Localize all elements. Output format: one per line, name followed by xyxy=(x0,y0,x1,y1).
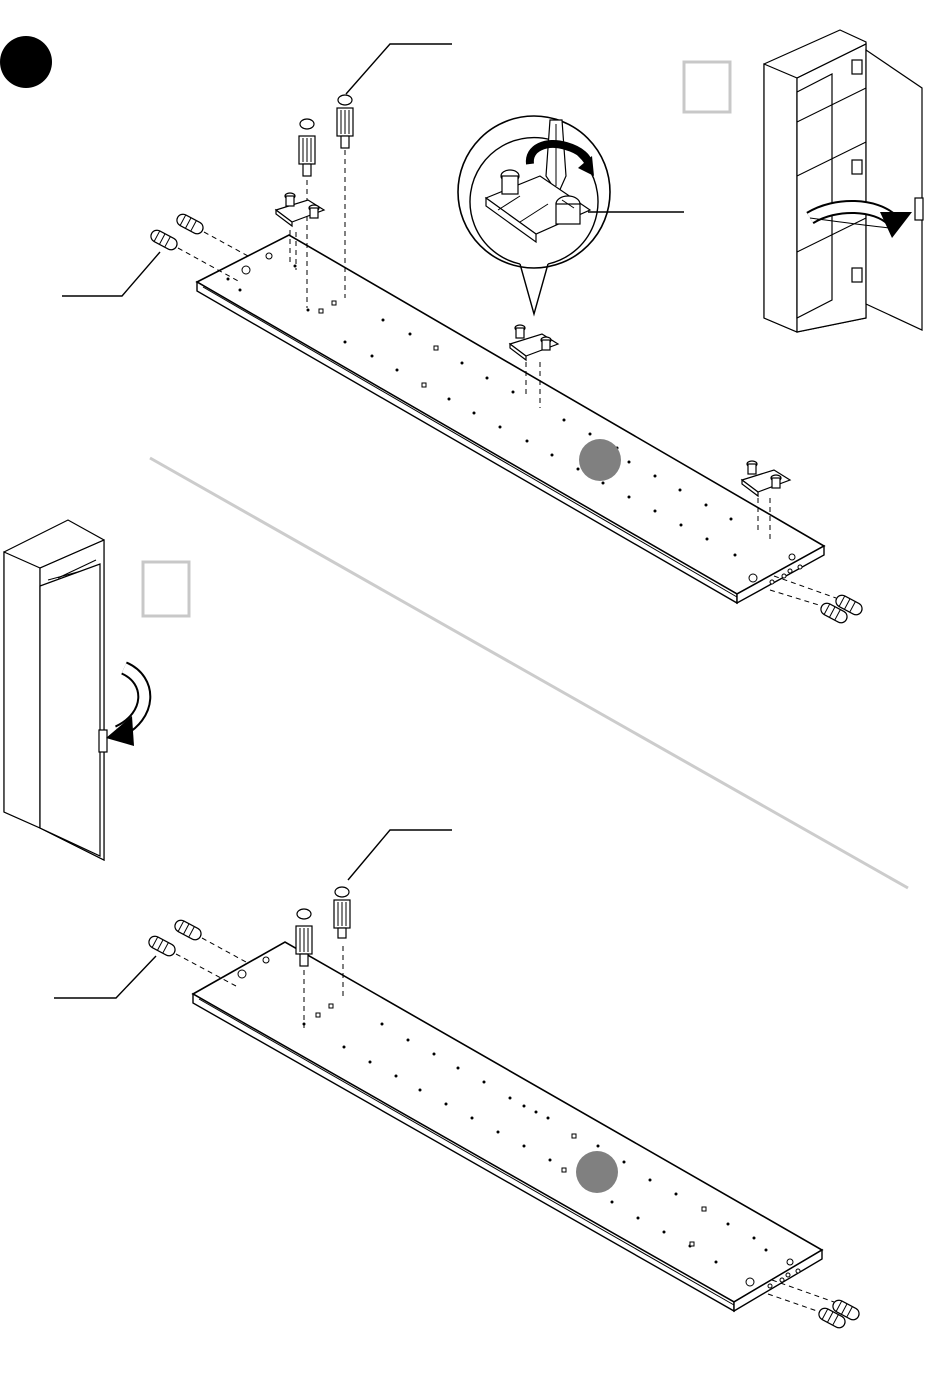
callout-line xyxy=(54,956,156,998)
zoom-callout xyxy=(458,116,684,314)
bottom-panel xyxy=(193,942,822,1311)
swing-left-arrow-icon xyxy=(106,668,144,746)
top-panel xyxy=(197,235,824,603)
callout-line xyxy=(62,252,160,296)
part-marker-bottom xyxy=(576,1151,618,1193)
step-marker xyxy=(0,36,52,88)
wood-dowel xyxy=(770,565,864,625)
callout-line xyxy=(348,830,452,880)
cabinet-right-view xyxy=(764,30,923,332)
hinge-plate-detail xyxy=(486,170,590,242)
checkbox xyxy=(143,562,189,616)
checkbox xyxy=(684,62,730,112)
divider-line xyxy=(150,458,908,888)
part-marker-top xyxy=(579,439,621,481)
callout-line xyxy=(346,44,452,94)
cabinet-left-view xyxy=(4,520,107,860)
wood-dowel xyxy=(768,1269,861,1330)
